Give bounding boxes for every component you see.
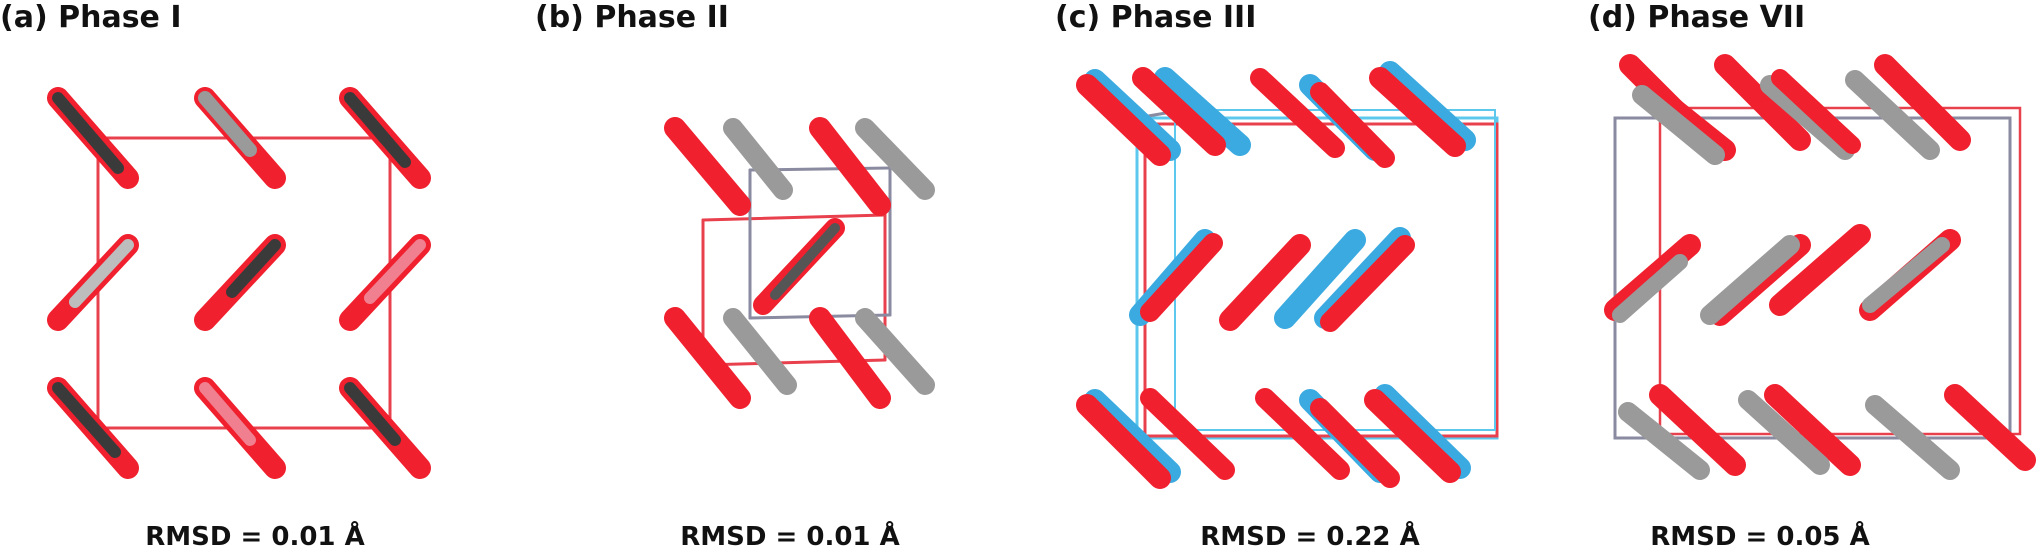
rmsd-label: RMSD = 0.01 Å [145, 522, 365, 552]
crystal-structure-phase-3 [1076, 61, 1499, 489]
crystal-structure-phase-2 [664, 117, 935, 409]
panel-phase-2: (b) Phase II RM [535, 0, 1045, 552]
panel-phase-7: (d) Phase VII [1530, 0, 2040, 552]
panel-title: (a) Phase I [0, 0, 182, 35]
rmsd-label: RMSD = 0.05 Å [1650, 522, 1870, 552]
crystal-structure-phase-7 [1604, 54, 2036, 480]
panel-title: (c) Phase III [1055, 0, 1257, 35]
panel-title: (d) Phase VII [1588, 0, 1806, 35]
rmsd-label: RMSD = 0.22 Å [1200, 522, 1420, 552]
rmsd-label: RMSD = 0.01 Å [680, 522, 900, 552]
panel-phase-1: (a) Phase I RMSD = 0. [0, 0, 510, 552]
crystal-structure-phase-1 [47, 87, 431, 479]
panel-phase-3: (c) Phase III [1055, 0, 1565, 552]
panel-title: (b) Phase II [535, 0, 729, 35]
